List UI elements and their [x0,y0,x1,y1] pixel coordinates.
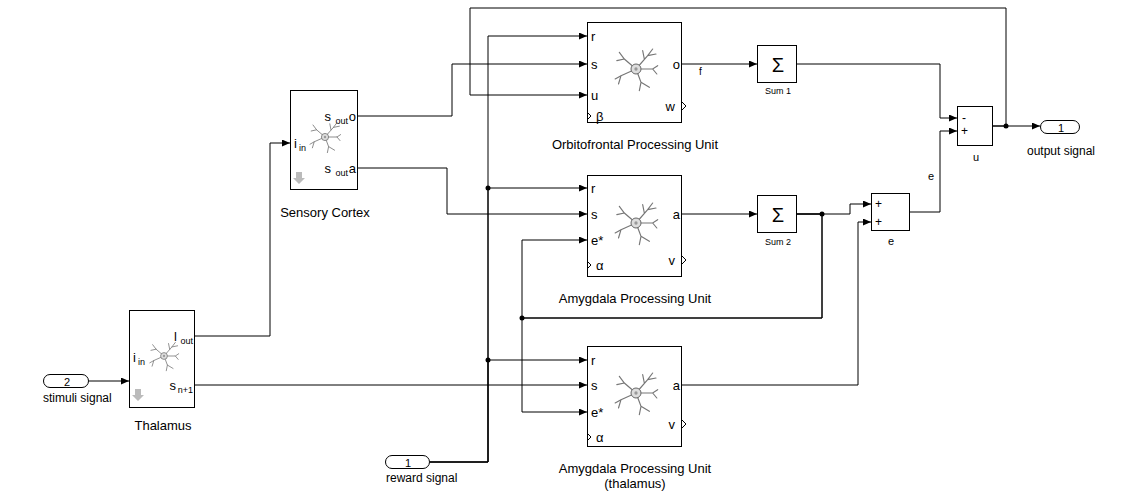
sum-symbol: Σ [772,204,784,227]
port-chevron [587,102,686,441]
port-chevron [682,256,686,264]
port-label: in [299,143,306,153]
sum-block: ΣSum 1 [757,45,797,83]
block-name: e [888,235,894,248]
signal-line [430,188,587,462]
block-name: Sensory Cortex [280,206,370,221]
signal-line [430,360,587,462]
port-label: s [591,379,598,394]
port-label: a [673,379,680,394]
port-label: out [335,116,348,126]
port-number: 1 [1058,122,1064,135]
port-label: w [666,100,675,115]
neuron-icon [615,203,658,245]
block-name: output signal [1027,145,1095,159]
inport-block: 1reward signal [385,455,430,469]
signal-line [430,36,587,462]
subsystem-arrow [132,172,305,401]
signal-line [682,214,757,215]
subsystem-block: Sensory Cortexiinsoutosouta [290,90,358,190]
block-name: u [973,151,979,164]
port-number: 1 [405,457,411,470]
block-name: stimuli signal [43,392,112,406]
port-label: out [180,336,193,346]
sum-block: ++e [871,193,910,231]
signal-line [910,131,957,212]
port-label: β [596,110,603,125]
neuron-icon [150,342,179,370]
subsystem-block: Thalamusiinloutsn+1 [129,310,195,408]
port-label: s [325,110,332,125]
port-label: r [591,30,595,45]
subsystem-block: Amygdala Processing Unit (thalamus)rse*α… [587,346,682,447]
block-name: Thalamus [134,419,191,434]
block-name: Sum 1 [765,86,791,96]
signal-line [89,381,129,382]
block-name: Sum 2 [765,237,791,247]
block-name: Orbitofrontal Processing Unit [552,138,718,153]
signal-line [797,64,957,118]
port-label: s [591,58,598,73]
port-label: + [875,216,882,230]
port-label: + [961,125,968,139]
subsystem-arrow [132,389,144,401]
port-label: v [669,254,676,269]
port-label: o [673,58,680,73]
port-label: l [174,330,177,345]
subsystem-block: Orbitofrontal Processing Unitrsuβow [587,22,682,123]
port-label: r [591,354,595,369]
port-label: out [335,168,348,178]
signal-line [470,8,1006,126]
subsystem-arrow [293,172,305,184]
signal-line [358,64,587,116]
port-label: r [591,182,595,197]
signal-line [195,143,290,336]
port-label: i [133,351,136,366]
port-label: α [596,259,604,274]
port-label: v [669,418,676,433]
block-name: Amygdala Processing Unit [559,292,711,307]
inport-block: 2stimuli signal [43,374,89,388]
port-label: u [591,89,598,104]
port-label: + [875,198,882,212]
port-chevron [682,420,686,428]
signal-name: e [927,170,935,182]
signal-line [522,214,822,412]
subsystem-block: Amygdala Processing Unitrse*αav [587,175,682,277]
port-label: i [294,137,297,152]
port-label: n+1 [178,385,193,395]
signal-line [522,214,822,318]
port-label: s [170,379,177,394]
signal-line [682,64,757,65]
signal-line [358,168,587,214]
block-name: reward signal [386,472,457,486]
port-label: α [596,431,604,446]
signal-name: f [698,66,703,77]
port-label: s [325,162,332,177]
signal-line [195,385,587,386]
block-name: Amygdala Processing Unit (thalamus) [545,462,725,492]
neuron-icon [615,373,658,415]
sum-symbol: Σ [772,54,784,77]
port-label: o [349,110,356,125]
port-label: s [591,208,598,223]
port-number: 2 [64,376,70,389]
branch-dot [486,124,1009,363]
port-label: - [962,112,966,126]
port-label: a [673,208,680,223]
neuron-icon [615,49,658,91]
sum-block: ΣSum 2 [757,195,797,233]
port-label: e* [591,406,603,421]
port-label: in [138,357,145,367]
port-label: a [349,162,356,177]
neuron-icon [310,123,341,153]
outport-block: 1output signal [1040,120,1080,134]
port-label: e* [591,234,603,249]
signal-line [797,204,871,214]
port-chevron [682,102,686,110]
sum-block: -+u [957,106,993,146]
